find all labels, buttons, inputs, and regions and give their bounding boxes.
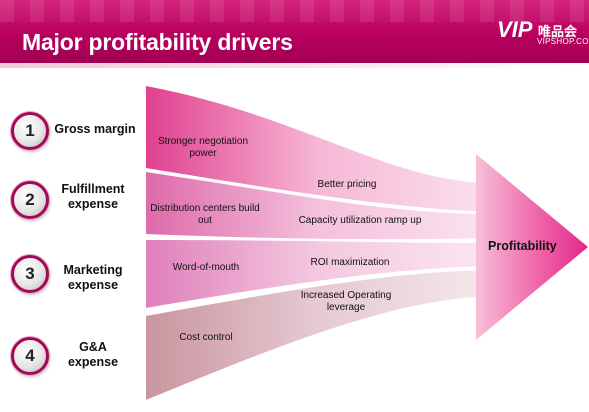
driver-label-marketing: Marketing expense: [63, 263, 123, 292]
flow-band-gross-margin: [146, 86, 490, 212]
page-title: Major profitability drivers: [22, 29, 293, 55]
driver-number-badge: 2: [11, 181, 49, 219]
flow-band-ga: [146, 270, 490, 400]
driver-number-badge: 3: [11, 255, 49, 293]
driver-label-fulfillment: Fulfillment expense: [61, 182, 125, 211]
header-banner: Major profitability drivers VIP 唯品会 VIPS…: [0, 0, 589, 63]
header-divider: [0, 63, 589, 68]
flow-text-capacity-utilization: Capacity utilization ramp up: [298, 215, 422, 226]
logo-mark: VIP: [497, 17, 533, 42]
driver-number-badge: 1: [11, 112, 49, 150]
logo-chinese-text: 唯品会: [538, 25, 578, 40]
profitability-label: Profitability: [488, 239, 557, 253]
driver-number-badge: 4: [11, 337, 49, 375]
flow-band-marketing: [146, 240, 490, 308]
header-pattern: [0, 0, 589, 22]
profitability-arrow: [476, 154, 588, 340]
flow-text-stronger-negotiation: Stronger negotiation power: [157, 136, 249, 159]
flow-text-cost-control: Cost control: [179, 332, 233, 343]
flow-text-word-of-mouth: Word-of-mouth: [172, 262, 240, 273]
flow-text-operating-leverage: Increased Operating leverage: [300, 290, 392, 313]
driver-label-ga: G&A expense: [67, 340, 119, 369]
flow-text-better-pricing: Better pricing: [317, 179, 377, 190]
flow-text-distribution-centers: Distribution centers build out: [150, 203, 260, 226]
vipshop-logo: VIP 唯品会 VIPSHOP.COM: [497, 17, 589, 47]
driver-label-gross-margin: Gross margin: [54, 122, 136, 136]
logo-domain-text: VIPSHOP.COM: [537, 37, 589, 46]
flow-band-fulfillment: [146, 172, 490, 240]
flow-text-roi-maximization: ROI maximization: [310, 257, 390, 268]
